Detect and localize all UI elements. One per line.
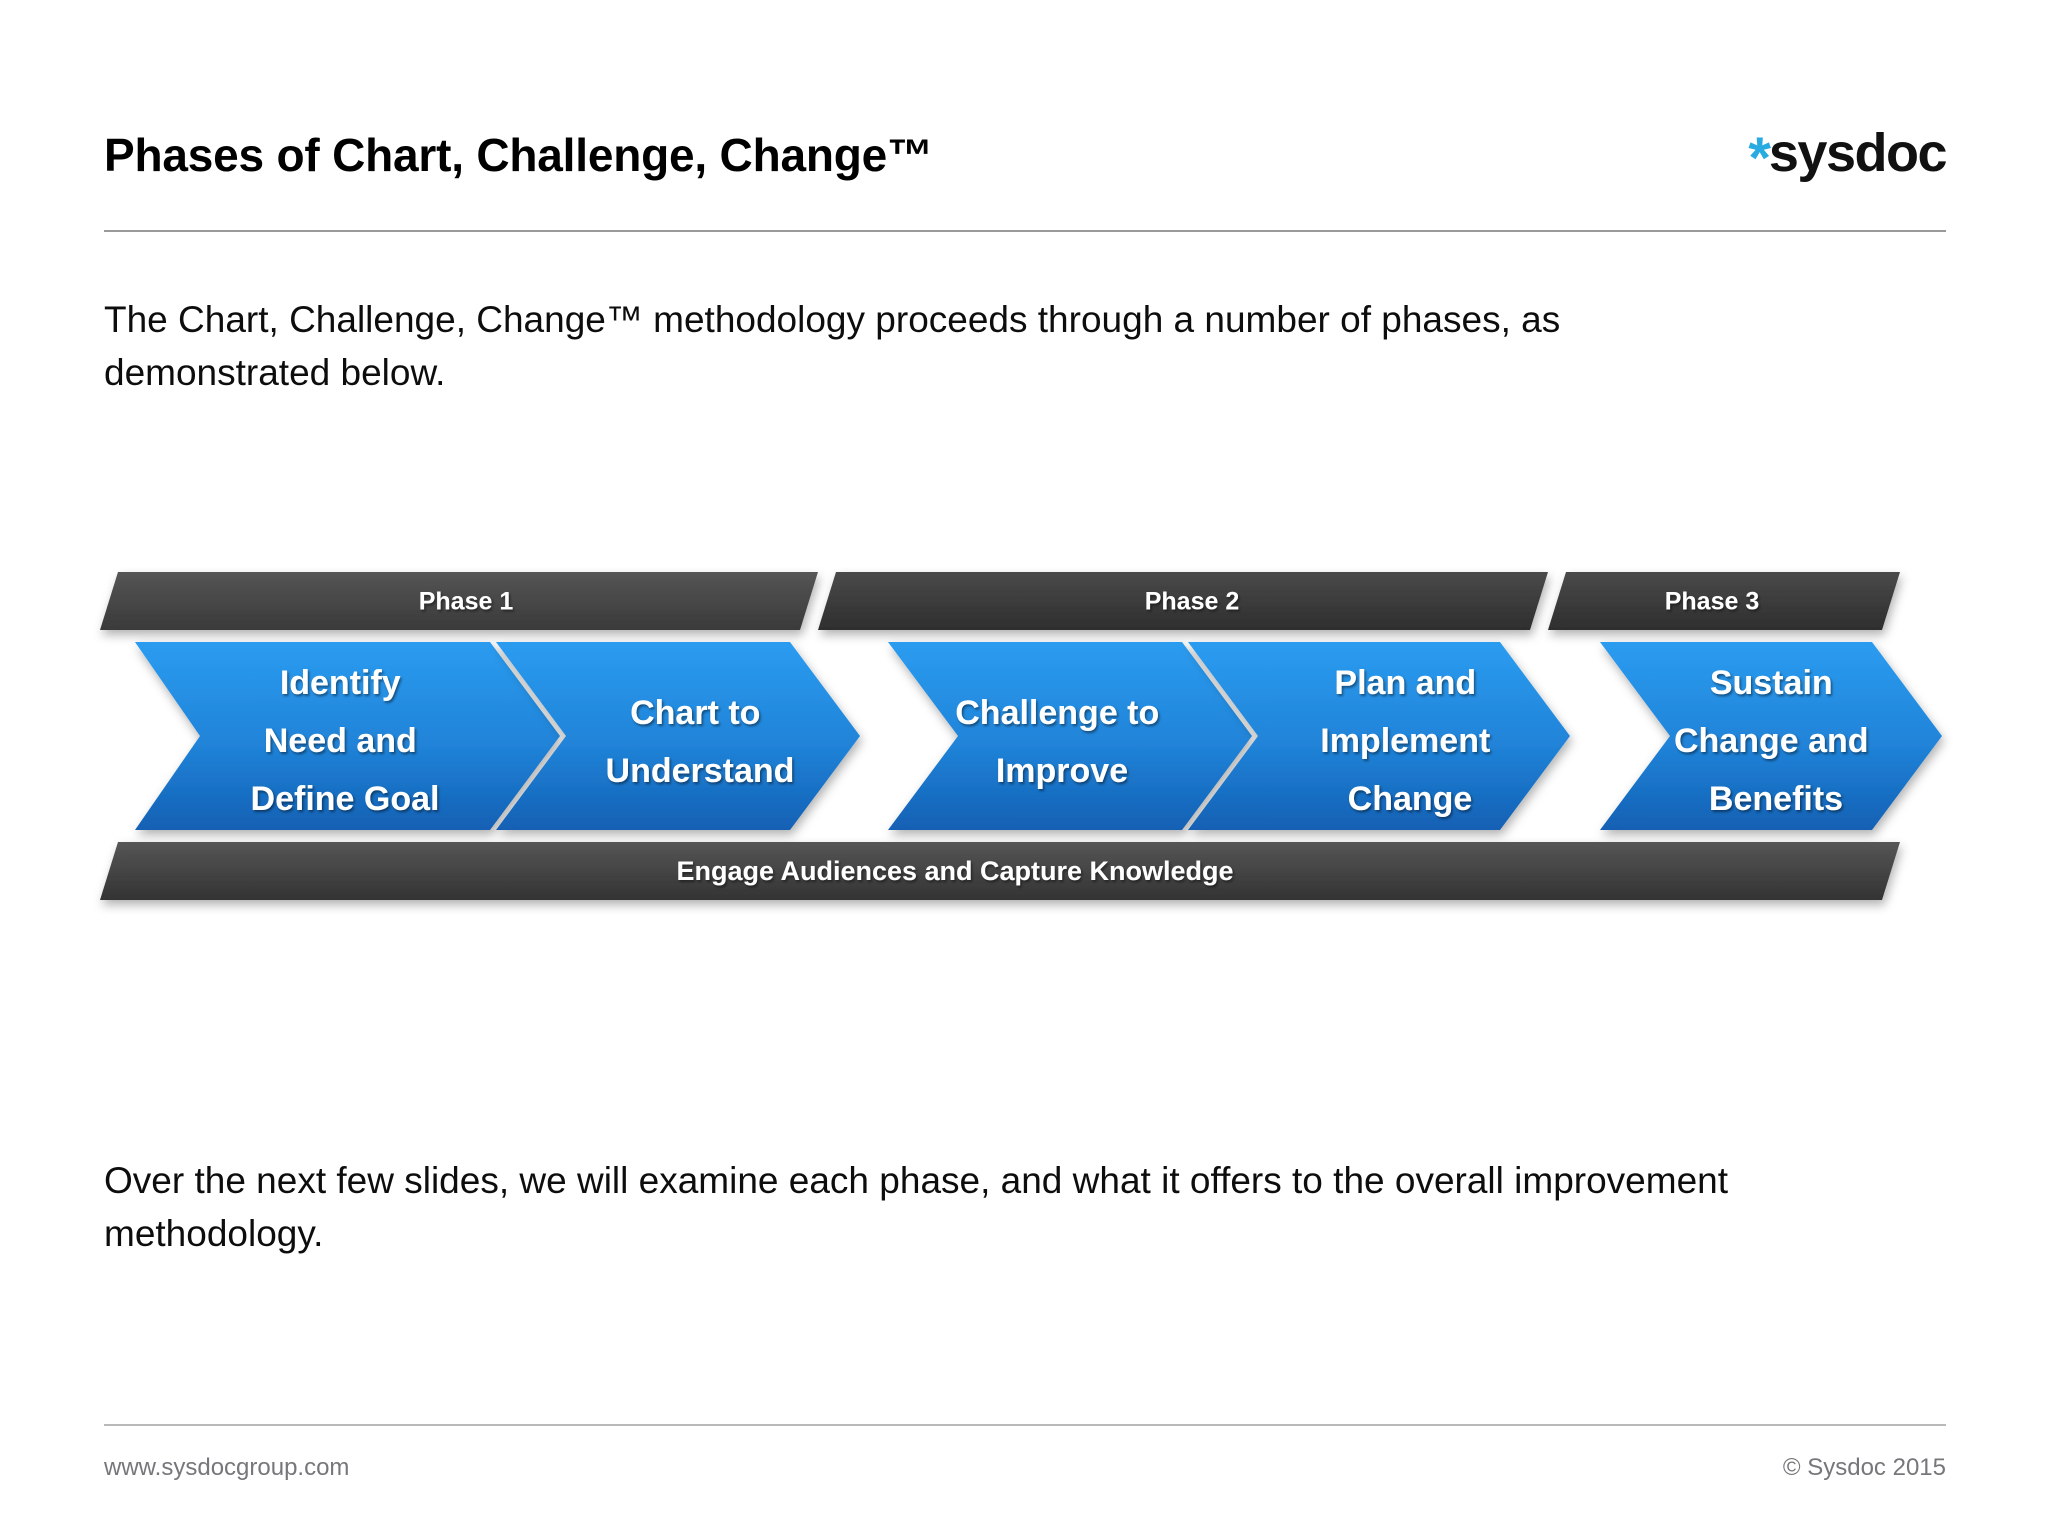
chevron-step-5-line-3: Benefits xyxy=(1709,780,1843,818)
chevron-step-1[interactable] xyxy=(135,642,560,830)
phase-band-2-label: Phase 2 xyxy=(1145,588,1240,616)
chevron-step-2[interactable] xyxy=(496,642,860,830)
intro-paragraph: The Chart, Challenge, Change™ methodolog… xyxy=(104,299,1561,393)
chevron-step-3[interactable] xyxy=(888,642,1252,830)
page-title: Phases of Chart, Challenge, Change™ xyxy=(104,129,933,181)
chevron-step-4-line-2: Implement xyxy=(1320,722,1490,760)
sysdoc-logo: * sysdoc xyxy=(1748,123,1948,188)
chevron-step-1-label: Identify Need and Define Goal xyxy=(251,664,440,818)
footer-copyright: © Sysdoc 2015 xyxy=(1782,1454,1946,1481)
chevron-step-5-line-2: Change and xyxy=(1674,722,1869,760)
footer-divider xyxy=(104,1424,1946,1426)
phase-band-2 xyxy=(818,572,1548,630)
header-divider xyxy=(104,230,1946,232)
chevron-step-4-label: Plan and Implement Change xyxy=(1320,664,1500,818)
slide-footer: www.sysdocgroup.com © Sysdoc 2015 xyxy=(104,1448,1946,1488)
engage-band xyxy=(100,842,1900,900)
phase-band-group: Phase 1 Phase 2 Phase 3 xyxy=(100,572,1900,630)
asterisk-icon: * xyxy=(1748,126,1771,191)
chevron-step-5-label: Sustain Change and Benefits xyxy=(1674,664,1878,818)
phase-band-1-label: Phase 1 xyxy=(419,588,514,616)
process-flow-diagram: Phase 1 Phase 2 Phase 3 Identify Need an… xyxy=(0,560,2048,980)
outro-paragraph: Over the next few slides, we will examin… xyxy=(104,1160,1729,1254)
chevron-step-4-line-1: Plan and xyxy=(1334,664,1476,702)
engage-band-label: Engage Audiences and Capture Knowledge xyxy=(676,856,1233,886)
phase-band-3 xyxy=(1548,572,1900,630)
chevron-step-2-label: Chart to Understand xyxy=(606,694,795,790)
chevron-step-2-line-2: Understand xyxy=(606,752,795,790)
chevron-step-group: Identify Need and Define Goal Chart to U… xyxy=(135,642,1942,830)
chevron-step-2-line-1: Chart to xyxy=(630,694,760,732)
phase-band-1 xyxy=(100,572,818,630)
chevron-step-4[interactable] xyxy=(1188,642,1570,830)
chevron-step-5[interactable] xyxy=(1600,642,1942,830)
chevron-step-1-line-2: Need and xyxy=(264,722,417,760)
slide-header: Phases of Chart, Challenge, Change™ * sy… xyxy=(104,110,1948,220)
chevron-step-5-line-1: Sustain xyxy=(1710,664,1833,702)
brand-wordmark: sysdoc xyxy=(1768,123,1948,183)
chevron-step-3-line-1: Challenge to xyxy=(955,694,1159,732)
chevron-step-1-line-3: Define Goal xyxy=(251,780,440,818)
chevron-step-3-label: Challenge to Improve xyxy=(955,694,1168,790)
chevron-step-4-line-3: Change xyxy=(1348,780,1473,818)
phase-band-3-label: Phase 3 xyxy=(1665,588,1760,616)
footer-website[interactable]: www.sysdocgroup.com xyxy=(104,1454,350,1481)
chevron-step-1-line-1: Identify xyxy=(280,664,401,702)
chevron-step-3-line-2: Improve xyxy=(996,752,1128,790)
